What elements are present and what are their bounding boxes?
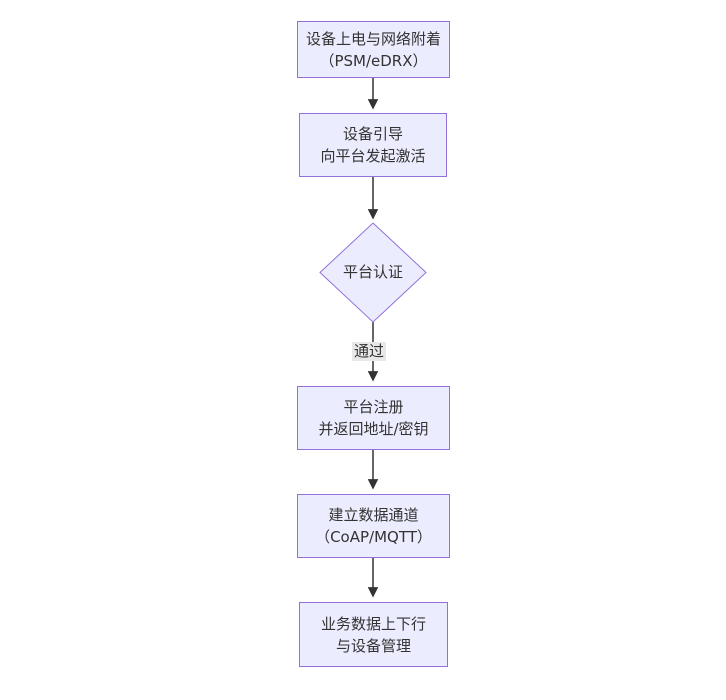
node-data-channel: 建立数据通道 （CoAP/MQTT） (297, 494, 450, 558)
node-power-attach: 设备上电与网络附着 （PSM/eDRX） (297, 21, 450, 78)
node-platform-auth-label: 平台认证 (342, 263, 403, 281)
node-platform-register-line1: 平台注册 (343, 398, 404, 416)
node-power-attach-line2: （PSM/eDRX） (319, 51, 428, 70)
node-platform-register: 平台注册 并返回地址/密钥 (297, 386, 450, 450)
node-business-data-line2: 与设备管理 (335, 636, 411, 655)
edge-label-pass: 通过 (352, 342, 387, 361)
node-data-channel-line1: 建立数据通道 (328, 506, 419, 524)
node-business-data-line1: 业务数据上下行 (320, 614, 426, 633)
node-bootstrap: 设备引导 向平台发起激活 (299, 113, 447, 177)
node-platform-auth-shape (319, 222, 427, 323)
node-platform-register-line2: 并返回地址/密钥 (318, 420, 429, 438)
node-power-attach-line1: 设备上电与网络附着 (305, 29, 441, 48)
node-data-channel-line2: （CoAP/MQTT） (315, 528, 432, 546)
node-bootstrap-line1: 设备引导 (342, 125, 403, 143)
node-business-data: 业务数据上下行 与设备管理 (299, 602, 448, 667)
node-bootstrap-line2: 向平台发起激活 (320, 147, 426, 165)
